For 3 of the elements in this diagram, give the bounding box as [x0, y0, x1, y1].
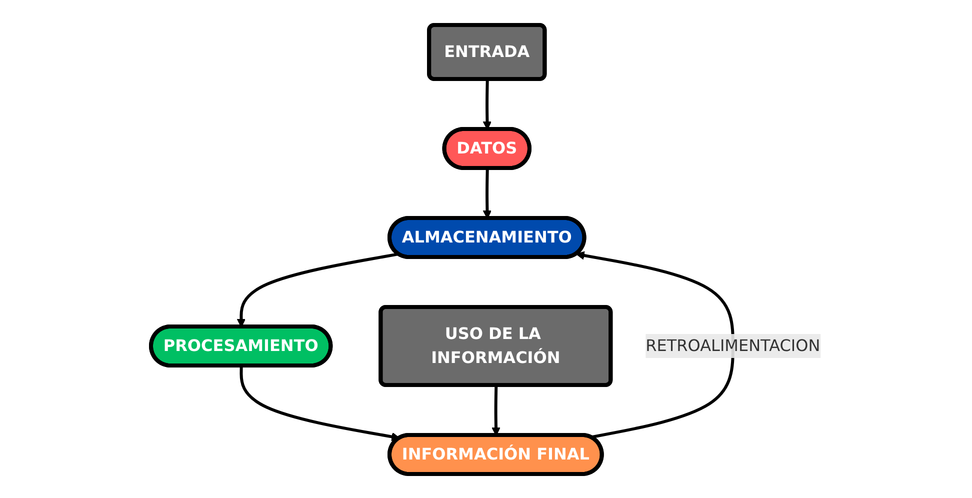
arrow	[576, 250, 735, 438]
edge-label: RETROALIMENTACION	[646, 335, 821, 354]
arrow	[240, 365, 400, 441]
